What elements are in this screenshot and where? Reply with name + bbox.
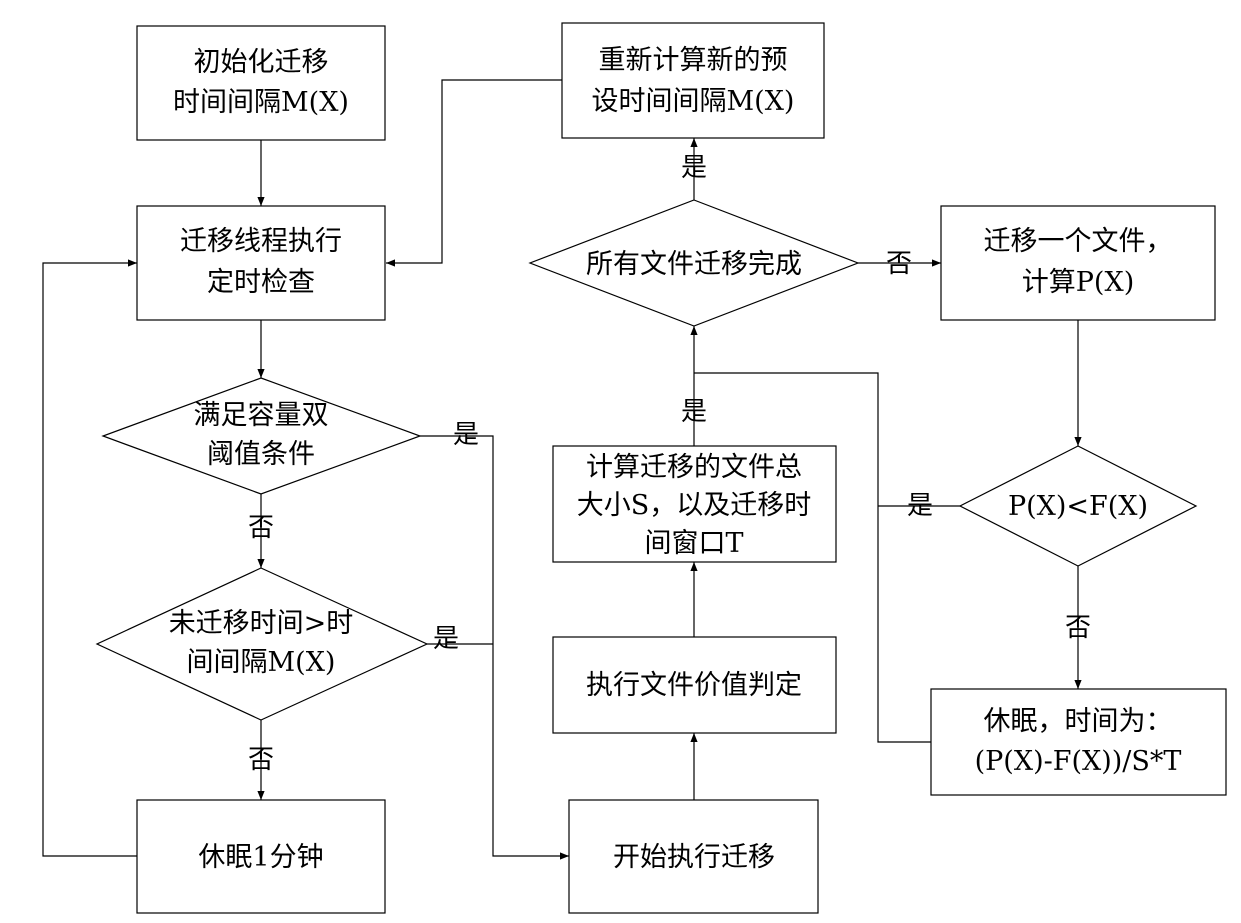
node-sleep-one-minute: 休眠1分钟 [136,799,386,914]
decision-unmigrated-time-line2: 间间隔M(X) [187,647,336,678]
node-start-migration: 开始执行迁移 [568,799,819,914]
decision-capacity-threshold-line2: 阈值条件 [207,439,315,470]
edges [42,79,1082,860]
node-recalc-interval-line2: 设时间间隔M(X) [592,86,795,117]
node-timer-check-line2: 定时检查 [207,267,315,298]
decision-all-done-line1: 所有文件迁移完成 [586,249,802,280]
label-compare-no: 否 [1065,613,1091,643]
node-calc-size-line1: 计算迁移的文件总 [586,452,802,483]
node-sleep-calc: 休眠，时间为： (P(X)-F(X))/S*T [930,688,1227,796]
decision-unmigrated-time: 未迁移时间>时 间间隔M(X) [95,567,429,721]
node-init-interval: 初始化迁移 时间间隔M(X) [136,25,386,141]
node-calc-size: 计算迁移的文件总 大小S，以及迁移时 间窗口T [552,445,837,563]
node-migrate-one-file: 迁移一个文件， 计算P(X) [940,205,1216,321]
node-file-value: 执行文件价值判定 [552,636,837,734]
node-start-migration-line1: 开始执行迁移 [613,842,775,873]
label-calc-yes: 是 [681,397,707,427]
decision-all-done: 所有文件迁移完成 [528,199,860,327]
label-unmigrated-yes: 是 [433,624,459,654]
label-capacity-yes: 是 [453,420,479,450]
decision-unmigrated-time-line1: 未迁移时间>时 [169,608,354,639]
node-sleep-calc-line1: 休眠，时间为： [984,706,1173,737]
node-calc-size-line2: 大小S，以及迁移时 [577,490,812,521]
edge-capacity-yes-to-start [420,435,569,860]
node-init-interval-line2: 时间间隔M(X) [173,87,349,118]
node-timer-check: 迁移线程执行 定时检查 [136,205,386,321]
node-migrate-one-file-line1: 迁移一个文件， [984,226,1173,257]
label-capacity-no: 否 [248,513,274,543]
edge-sleep-loop-to-timer-check [42,259,137,857]
label-all-done-yes: 是 [681,153,707,183]
label-compare-yes: 是 [907,491,933,521]
label-all-done-no: 否 [886,249,912,279]
node-file-value-line1: 执行文件价值判定 [586,670,802,701]
decision-compare-line1: P(X)<F(X) [1008,491,1148,522]
decision-compare: P(X)<F(X) [958,445,1198,567]
label-unmigrated-no: 否 [248,745,274,775]
edge-labels: 是 否 是 否 是 是 否 是 否 [248,153,1091,775]
decision-capacity-threshold: 满足容量双 阈值条件 [101,377,422,495]
node-migrate-one-file-line2: 计算P(X) [1022,267,1134,298]
node-sleep-calc-line2: (P(X)-F(X))/S*T [975,746,1182,777]
node-timer-check-line1: 迁移线程执行 [180,226,342,257]
node-recalc-interval: 重新计算新的预 设时间间隔M(X) [561,22,825,139]
node-recalc-interval-line1: 重新计算新的预 [599,45,788,76]
node-sleep-one-minute-line1: 休眠1分钟 [198,842,323,873]
node-calc-size-line3: 间窗口T [644,528,743,559]
node-init-interval-line1: 初始化迁移 [194,47,329,78]
edge-recalc-to-timer-check [386,79,562,267]
decision-capacity-threshold-line1: 满足容量双 [194,400,329,431]
edge-sleep-calc-return [694,372,931,743]
